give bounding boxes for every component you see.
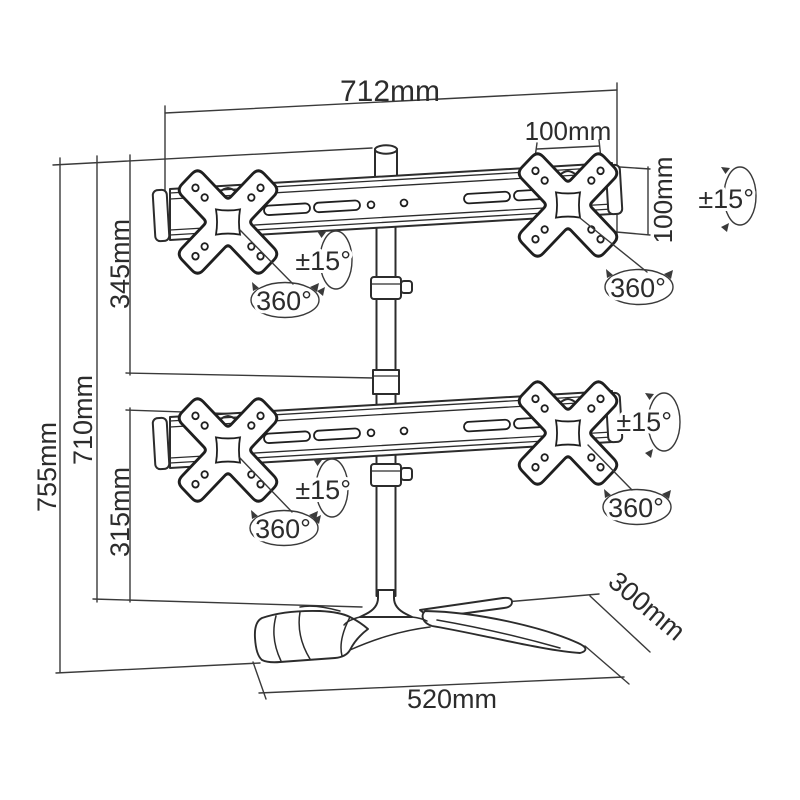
height-clamp-upper [370, 276, 413, 300]
pole-joint-collar [372, 369, 400, 395]
base-left-foot [253, 609, 369, 664]
leader-lower-right [587, 444, 633, 491]
clamp-handle [400, 280, 413, 294]
dim-vesa-height: 100mm [604, 157, 678, 244]
swivel-label-upper-left: 360° [256, 286, 312, 316]
dim-base-width: 520mm [252, 645, 630, 714]
swivel-label-lower-right: 360° [608, 493, 664, 523]
clamp-body [370, 276, 402, 300]
height-clamp-lower [370, 463, 413, 487]
dim-label-base-depth: 300mm [603, 566, 691, 647]
pole-top-cap-top [374, 144, 398, 155]
swivel-label-lower-left: 360° [255, 514, 311, 544]
extension-line-back [504, 593, 600, 603]
dim-label-lower-arm-drop: 315mm [105, 467, 135, 557]
dimension-annotations: 712mm 100mm 100mm 755mm 710mm 3 [32, 75, 691, 714]
clamp-body [370, 463, 402, 487]
base-right-arm-seam [436, 619, 561, 649]
dimension-line [258, 676, 625, 694]
tick-bottom [125, 372, 375, 379]
leader-lower-left [239, 457, 293, 513]
dim-label-pole-height: 710mm [68, 375, 98, 465]
clamp-handle [400, 467, 413, 481]
base-hub-seam-left [343, 616, 361, 626]
dim-lower-arm-drop: 315mm [105, 407, 273, 603]
dim-label-arm-width: 712mm [340, 75, 440, 108]
dim-arm-width: 712mm [164, 75, 618, 241]
base-right-arm [421, 610, 587, 654]
tilt-label-lower-left: ±15° [295, 475, 351, 505]
dimension-line [164, 89, 618, 114]
dim-label-vesa-width: 100mm [525, 116, 612, 146]
tilt-label-upper-left: ±15° [295, 246, 351, 276]
top-reference-line [52, 147, 373, 166]
base-back-left-seam [299, 605, 341, 612]
dim-total-height: 755mm [32, 157, 261, 674]
base [253, 589, 587, 664]
dimension-line [589, 595, 651, 653]
dim-label-base-width: 520mm [407, 684, 497, 714]
dimension-line [536, 145, 600, 150]
base-hub-seam-right [411, 616, 428, 622]
dim-pole-height: 710mm [68, 155, 363, 608]
leader-upper-left [239, 229, 294, 285]
dim-vesa-width: 100mm [525, 116, 612, 173]
collar-body [372, 369, 400, 395]
swivel-label-upper-right: 360° [610, 273, 666, 303]
base-front-edge [349, 626, 431, 651]
rotation-annotations: ±15° ±15° ±15° ±15° 360° 360° 360° 360° [239, 166, 757, 547]
base-left-foot-seam [273, 615, 282, 662]
base-left-foot-seam [298, 611, 311, 660]
dim-upper-arm-drop: 345mm [105, 154, 375, 379]
tilt-label-lower-right: ±15° [616, 407, 672, 437]
leader-upper-right [579, 217, 648, 273]
pole [370, 144, 413, 597]
tick-bottom [55, 662, 261, 674]
dim-label-total-height: 755mm [32, 422, 62, 512]
dim-label-vesa-height: 100mm [648, 157, 678, 244]
base-pole-collar [359, 589, 413, 618]
tilt-label-upper-right: ±15° [698, 184, 754, 214]
dim-label-upper-arm-drop: 345mm [105, 219, 135, 309]
tick-bottom [92, 598, 363, 608]
